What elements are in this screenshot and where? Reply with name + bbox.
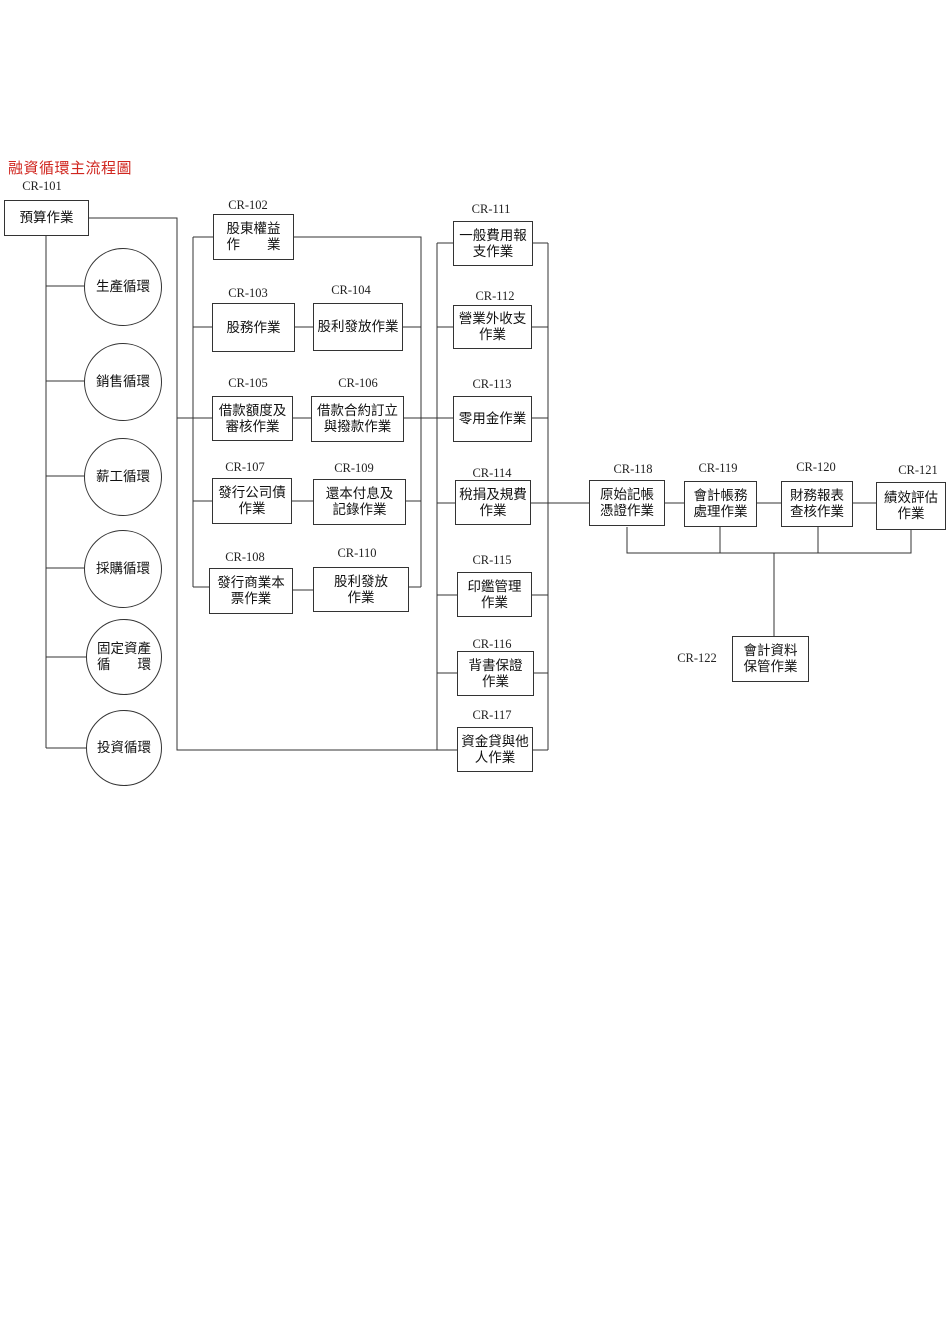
circle-label: 生產循環	[96, 279, 150, 295]
box-label: 資金貸與他 人作業	[461, 733, 529, 766]
box-label: 股東權益 作 業	[226, 221, 281, 253]
code-cr-121: CR-121	[898, 463, 938, 477]
code-cr-103: CR-103	[228, 286, 268, 300]
code-cr-114: CR-114	[472, 466, 512, 480]
box-cr-103: 股務作業	[212, 303, 295, 352]
box-cr-117: 資金貸與他 人作業	[457, 727, 533, 772]
box-cr-106: 借款合約訂立 與撥款作業	[311, 396, 404, 442]
circle-investment-cycle: 投資循環	[86, 710, 162, 786]
box-cr-104: 股利發放作業	[313, 303, 403, 351]
box-label: 會計資料 保管作業	[743, 643, 798, 675]
code-cr-107: CR-107	[225, 460, 265, 474]
box-cr-112: 營業外收支 作業	[453, 305, 532, 349]
box-label: 借款額度及 審核作業	[218, 402, 287, 435]
box-cr-110: 股利發放 作業	[313, 567, 409, 612]
circle-label: 銷售循環	[96, 374, 150, 390]
diagram-title: 融資循環主流程圖	[8, 159, 133, 177]
code-cr-110: CR-110	[337, 546, 377, 560]
circle-payroll-cycle: 薪工循環	[84, 438, 162, 516]
box-label: 績效評估 作業	[884, 490, 938, 522]
code-cr-119: CR-119	[698, 461, 738, 475]
box-label: 借款合約訂立 與撥款作業	[317, 403, 398, 435]
box-budget-label: 預算作業	[19, 210, 74, 226]
code-cr-108: CR-108	[225, 550, 265, 564]
box-cr-120: 財務報表 查核作業	[781, 481, 853, 527]
circle-label: 固定資產 循 環	[97, 641, 151, 673]
box-label: 股務作業	[226, 319, 281, 336]
circle-label: 投資循環	[97, 740, 151, 756]
box-cr-118: 原始記帳 憑證作業	[589, 480, 665, 526]
box-label: 股利發放 作業	[334, 573, 388, 606]
box-cr-116: 背書保證 作業	[457, 651, 534, 696]
box-label: 發行商業本 票作業	[217, 575, 285, 607]
circle-label: 薪工循環	[96, 469, 150, 485]
box-label: 財務報表 查核作業	[790, 488, 844, 520]
box-label: 背書保證 作業	[468, 657, 523, 690]
box-label: 一般費用報 支作業	[459, 227, 527, 260]
code-cr-117: CR-117	[472, 708, 512, 722]
box-cr-122: 會計資料 保管作業	[732, 636, 809, 682]
box-label: 原始記帳 憑證作業	[600, 487, 654, 519]
box-label: 零用金作業	[458, 411, 527, 427]
box-budget: 預算作業	[4, 200, 89, 236]
code-cr-112: CR-112	[475, 289, 515, 303]
code-cr-122: CR-122	[677, 651, 717, 665]
box-label: 稅捐及規費 作業	[459, 486, 527, 519]
box-cr-114: 稅捐及規費 作業	[455, 480, 531, 525]
code-cr-109: CR-109	[334, 461, 374, 475]
box-cr-115: 印鑑管理 作業	[457, 572, 532, 617]
circle-purchasing-cycle: 採購循環	[84, 530, 162, 608]
box-cr-105: 借款額度及 審核作業	[212, 396, 293, 441]
code-cr-111: CR-111	[471, 202, 511, 216]
box-cr-111: 一般費用報 支作業	[453, 221, 533, 266]
circle-production-cycle: 生產循環	[84, 248, 162, 326]
box-cr-121: 績效評估 作業	[876, 482, 946, 530]
box-cr-119: 會計帳務 處理作業	[684, 481, 757, 527]
box-label: 會計帳務 處理作業	[693, 488, 748, 520]
code-cr-118: CR-118	[613, 462, 653, 476]
box-label: 發行公司債 作業	[218, 485, 286, 517]
code-cr-120: CR-120	[796, 460, 836, 474]
code-cr-115: CR-115	[472, 553, 512, 567]
box-cr-108: 發行商業本 票作業	[209, 568, 293, 614]
code-cr-102: CR-102	[228, 198, 268, 212]
code-cr-106: CR-106	[338, 376, 378, 390]
box-label: 印鑑管理 作業	[467, 578, 522, 611]
box-label: 營業外收支 作業	[458, 311, 527, 343]
circle-label: 採購循環	[96, 561, 150, 577]
box-label: 還本付息及 記錄作業	[325, 486, 394, 518]
code-cr-101: CR-101	[22, 179, 62, 193]
box-cr-109: 還本付息及 記錄作業	[313, 479, 406, 525]
box-cr-113: 零用金作業	[453, 396, 532, 442]
box-cr-107: 發行公司債 作業	[212, 478, 292, 524]
box-label: 股利發放作業	[317, 319, 399, 335]
code-cr-116: CR-116	[472, 637, 512, 651]
code-cr-104: CR-104	[331, 283, 371, 297]
circle-fixed-assets-cycle: 固定資產 循 環	[86, 619, 162, 695]
code-cr-113: CR-113	[472, 377, 512, 391]
code-cr-105: CR-105	[228, 376, 268, 390]
box-cr-102: 股東權益 作 業	[213, 214, 294, 260]
circle-sales-cycle: 銷售循環	[84, 343, 162, 421]
